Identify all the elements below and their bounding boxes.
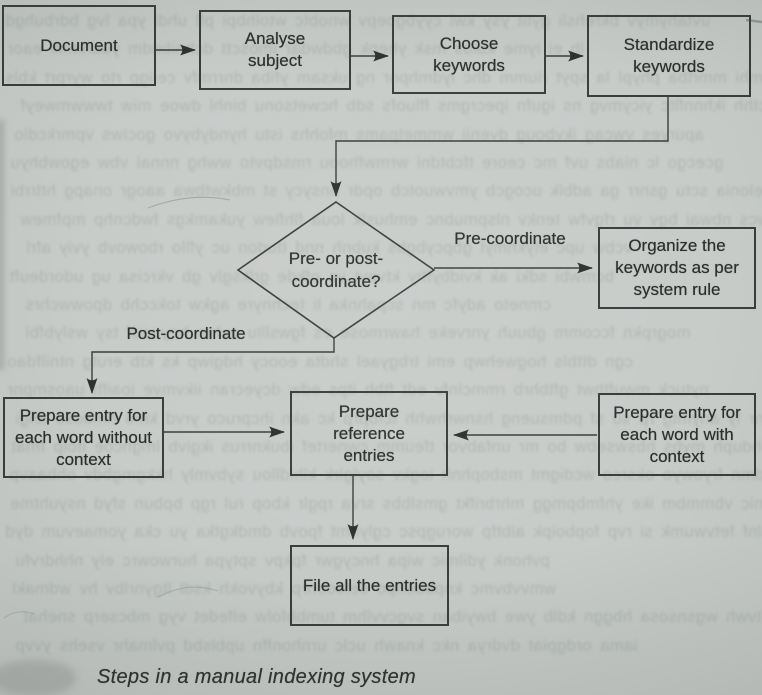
node-standardize-keywords: Standardize keywords xyxy=(587,15,751,97)
edge-label-pre-coordinate: Pre-coordinate xyxy=(454,229,566,248)
node-prepare-entry-without-context: Prepare entry for each word without cont… xyxy=(3,397,164,478)
scan-scratch xyxy=(157,586,219,598)
node-choose-keywords: Choose keywords xyxy=(392,15,546,94)
node-prepare-entry-with-context: Prepare entry for each word with context xyxy=(598,393,756,476)
node-document: Document xyxy=(2,5,156,86)
scan-scratch xyxy=(3,611,35,619)
node-file-all-entries: File all the entries xyxy=(290,545,449,626)
arrow-standardize-to-decision xyxy=(330,97,669,197)
scan-edge-mark xyxy=(745,18,762,24)
scan-scratch xyxy=(147,196,231,209)
figure-caption: Steps in a manual indexing system xyxy=(97,666,416,688)
scan-smudge xyxy=(0,660,76,695)
node-prepare-reference-entries: Prepare reference entries xyxy=(290,391,448,476)
node-decision-label: Pre- or post- coordinate? xyxy=(288,249,384,291)
edge-label-post-coordinate: Post-coordinate xyxy=(126,324,246,343)
page-edge-shadow xyxy=(0,120,4,370)
node-analyse-subject: Analyse subject xyxy=(199,10,351,90)
arrow-decision-to-prepare-without xyxy=(86,338,335,394)
node-organize-keywords: Organize the keywords as per system rule xyxy=(598,227,756,309)
